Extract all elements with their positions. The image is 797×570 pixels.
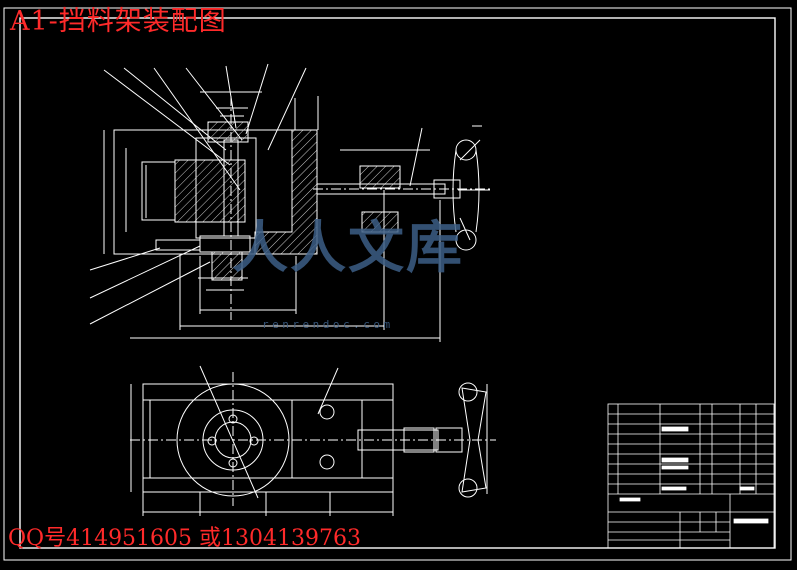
inner-border: [19, 17, 776, 549]
watermark-logo-text: 人人文库: [232, 215, 464, 281]
watermark-url: renrendoc.com: [262, 318, 394, 331]
push-rod-assembly: [313, 125, 490, 251]
drawing-title: A1-挡料架装配图: [10, 6, 227, 37]
contact-info: QQ号414951605 或1304139763: [8, 526, 362, 551]
base-plate: [142, 383, 394, 493]
top-plan-view: [130, 365, 496, 516]
outer-border: [3, 7, 792, 561]
title-block: [607, 403, 775, 549]
front-section-view: [89, 63, 441, 342]
